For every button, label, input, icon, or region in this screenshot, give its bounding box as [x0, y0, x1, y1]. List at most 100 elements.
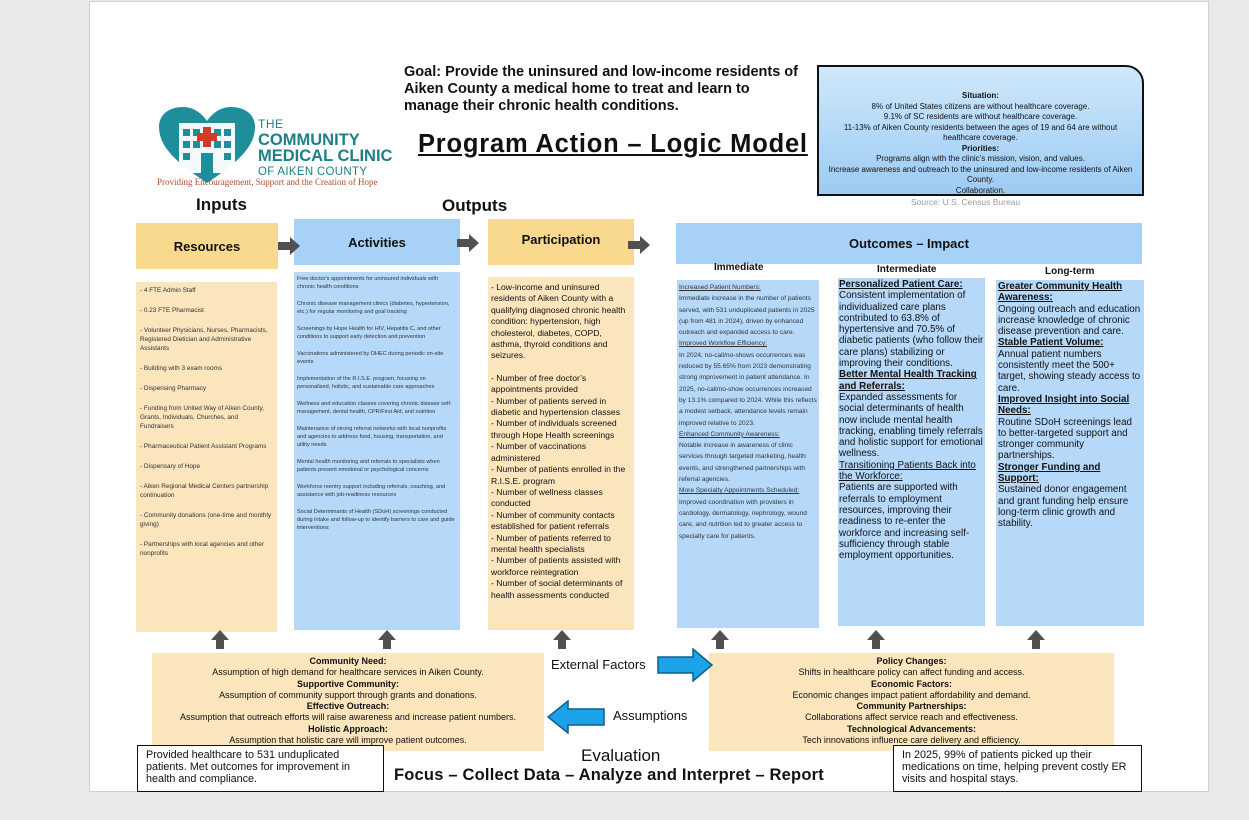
arrow-up-icon [711, 630, 729, 649]
logo-tagline: Providing Encouragement, Support and the… [157, 177, 378, 187]
arrow-right-icon [457, 234, 479, 252]
intermediate-heading: Transitioning Patients Back into the Wor… [839, 459, 976, 483]
assumptions-label: Assumptions [613, 708, 688, 723]
longterm-heading: Improved Insight into Social Needs: [998, 393, 1130, 417]
intermediate-heading: Personalized Patient Care: [839, 279, 963, 290]
activity-item: Wellness and education classes covering … [297, 401, 452, 415]
longterm-header: Long-term [1045, 266, 1095, 277]
longterm-text: Annual patient numbers consistently meet… [998, 348, 1141, 394]
resources-column: - 4 FTE Admin Staff - 0.23 FTE Pharmacis… [136, 282, 277, 632]
external-factors-label: External Factors [551, 657, 646, 672]
activities-column: Free doctor's appointments for uninsured… [294, 272, 460, 630]
immediate-text: Immediate increase in the number of pati… [679, 295, 815, 337]
arrow-up-icon [378, 630, 396, 649]
intermediate-text: Patients are supported with referrals to… [839, 482, 970, 562]
participation-column: - Low-income and uninsured residents of … [488, 277, 634, 630]
resource-item: - Dispensing Pharmacy [140, 385, 207, 392]
situation-line: 11-13% of Aiken County residents between… [843, 122, 1118, 143]
intermediate-text: Consistent implementation of individuali… [839, 290, 984, 370]
situation-source: Source: U.S. Census Bureau [911, 197, 1021, 207]
longterm-heading: Stable Patient Volume: [998, 337, 1104, 349]
activity-item: Chronic disease management clinics (diab… [297, 301, 450, 315]
activity-item: Screenings by Hope Health for HIV, Hepat… [297, 326, 441, 340]
clinic-name: THE COMMUNITY MEDICAL CLINIC OF AIKEN CO… [258, 116, 392, 180]
arrow-left-blue-icon [547, 700, 605, 734]
resource-item: - 0.23 FTE Pharmacist [140, 307, 204, 314]
outcome-note-left: Provided healthcare to 531 unduplicated … [137, 745, 384, 792]
resource-item: - 4 FTE Admin Staff [140, 287, 196, 294]
assumption-text: Assumption of high demand for healthcare… [212, 667, 484, 678]
intermediate-column: Personalized Patient Care: Consistent im… [838, 278, 985, 626]
assumption-heading: Effective Outreach: [306, 701, 390, 712]
immediate-text: Notable increase in awareness of clinic … [679, 442, 806, 484]
longterm-text: Ongoing outreach and education increase … [998, 303, 1141, 338]
immediate-heading: Increased Patient Numbers: [679, 284, 761, 291]
participation-intro: - Low-income and uninsured residents of … [491, 282, 626, 361]
external-text: Shifts in healthcare policy can affect f… [798, 667, 1025, 678]
arrow-right-blue-icon [657, 648, 713, 682]
assumption-heading: Community Need: [309, 656, 387, 666]
resource-item: - Pharmaceutical Patient Assistant Progr… [140, 443, 267, 450]
external-text: Tech innovations influence care delivery… [802, 735, 1021, 746]
activities-header: Activities [294, 219, 460, 265]
external-heading: Economic Factors: [870, 678, 953, 689]
heart-building-icon [159, 107, 255, 183]
participation-item: - Number of wellness classes conducted [491, 486, 603, 509]
arrow-up-icon [211, 630, 229, 649]
activity-item: Implementation of the R.I.S.E. program, … [297, 376, 435, 390]
inputs-header: Inputs [196, 195, 247, 214]
resource-item: - Partnerships with local agencies and o… [140, 541, 264, 557]
resource-item: - Dispensary of Hope [140, 463, 201, 470]
activity-item: Vaccinations administered by DHEC during… [297, 351, 444, 365]
arrow-right-icon [628, 236, 650, 254]
arrow-up-icon [553, 630, 571, 649]
participation-item: - Number of individuals screened through… [491, 418, 617, 440]
resource-item: - Aiken Regional Medical Centers partner… [140, 483, 269, 499]
participation-item: - Number of patients enrolled in the R.I… [491, 464, 626, 486]
activity-item: Maintenance of strong referral networks … [297, 426, 447, 448]
priorities-heading: Priorities: [961, 143, 1000, 153]
priority-line: Collaboration. [955, 185, 1006, 195]
activity-item: Social Determinants of Health (SDoH) scr… [297, 509, 455, 531]
immediate-heading: More Specialty Appointments Scheduled: [679, 487, 800, 495]
external-factors-box: Policy Changes: Shifts in healthcare pol… [709, 653, 1114, 751]
outcome-note-right: In 2025, 99% of patients picked up their… [893, 745, 1142, 792]
clinic-logo [157, 105, 397, 190]
participation-item: - Number of free doctor’s appointments p… [491, 372, 587, 395]
resource-item: - Building with 3 exam rooms [140, 365, 223, 372]
resources-header: Resources [136, 223, 278, 269]
assumption-text: Assumption that holistic care will impro… [229, 735, 467, 746]
participation-item: - Number of patients assisted with workf… [491, 555, 621, 577]
external-heading: Policy Changes: [876, 656, 947, 666]
page-title: Program Action – Logic Model [418, 130, 808, 158]
longterm-heading: Stronger Funding and Support: [998, 461, 1101, 485]
external-heading: Technological Advancements: [846, 723, 977, 734]
immediate-heading: Enhanced Community Awareness: [679, 430, 780, 438]
assumption-text: Assumption of community support through … [219, 689, 477, 700]
assumption-heading: Supportive Community: [296, 678, 399, 689]
goal-statement: Goal: Provide the uninsured and low-inco… [404, 64, 798, 114]
situation-heading: Situation: [962, 91, 999, 100]
participation-item: - Number of vaccinations administered [491, 441, 587, 463]
situation-line: 9.1% of SC residents are without healthc… [883, 112, 1078, 121]
outputs-header: Outputs [442, 196, 508, 215]
immediate-text: In 2024, no-call/no-shows occurrences wa… [679, 351, 817, 427]
intermediate-text: Expanded assessments for social determin… [839, 391, 983, 460]
priority-line: Increase awareness and outreach to the u… [828, 164, 1133, 185]
situation-line: 8% of United States citizens are without… [871, 101, 1090, 111]
immediate-header: Immediate [714, 262, 764, 273]
immediate-heading: Improved Workflow Efficiency: [679, 340, 768, 348]
logo-line-the: THE [258, 117, 284, 131]
immediate-column: Increased Patient Numbers: Immediate inc… [677, 280, 819, 628]
assumptions-box: Community Need: Assumption of high deman… [152, 653, 544, 751]
immediate-text: Improved coordination with providers in … [679, 498, 807, 540]
participation-item: - Number of community contacts establish… [491, 509, 615, 532]
longterm-text: Sustained donor engagement and grant fun… [998, 484, 1129, 530]
participation-item: - Number of patients served in diabetic … [491, 395, 620, 418]
intermediate-header: Intermediate [877, 264, 937, 275]
external-text: Economic changes impact patient affordab… [792, 689, 1031, 700]
participation-header: Participation [488, 219, 634, 265]
evaluation-steps: Focus – Collect Data – Analyze and Inter… [394, 766, 824, 784]
evaluation-label: Evaluation [581, 746, 661, 765]
resource-item: - Funding from United Way of Aiken Count… [140, 405, 264, 430]
